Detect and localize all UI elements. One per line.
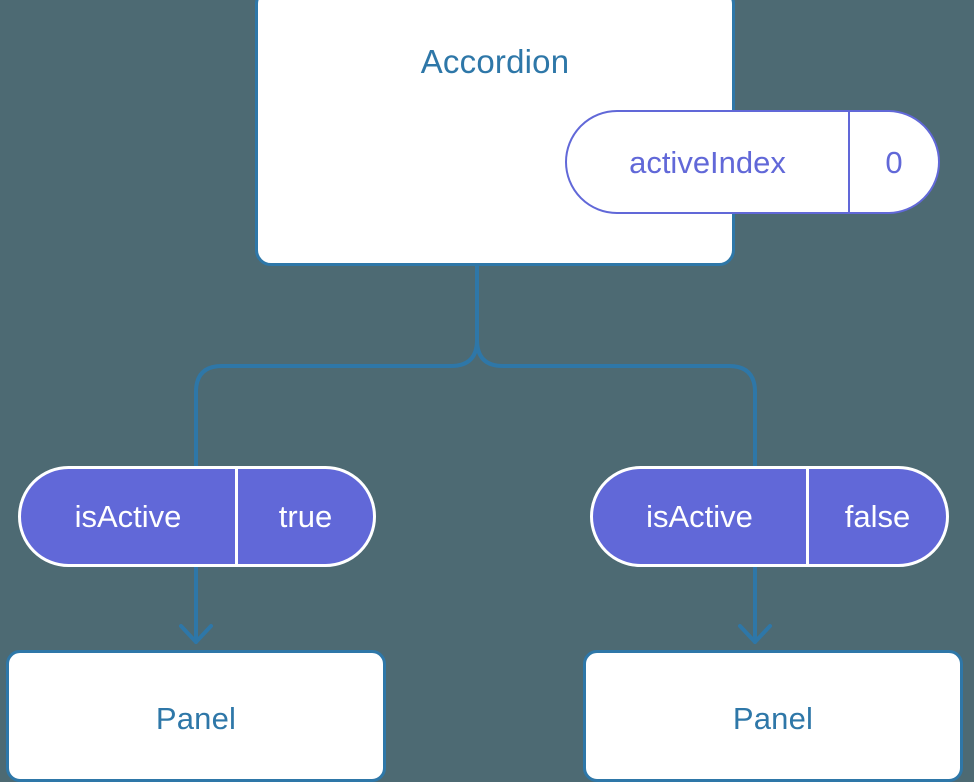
accordion-component-card: Accordion activeIndex 0 xyxy=(255,0,940,266)
prop-pill-is-active-right: isActive false xyxy=(590,466,949,567)
prop-value-is-active-left: true xyxy=(278,499,333,534)
connector-trunk-split xyxy=(194,264,479,468)
prop-key-is-active-left: isActive xyxy=(21,469,238,564)
state-pill-active-index: activeIndex 0 xyxy=(565,110,940,214)
panel-component-card-left: Panel xyxy=(6,650,386,782)
prop-value-is-active-right: false xyxy=(844,499,911,534)
panel-title-left: Panel xyxy=(155,700,237,736)
state-key-active-index: activeIndex xyxy=(567,112,850,212)
arrow-left-pill-to-panel xyxy=(179,564,213,644)
panel-component-card-right: Panel xyxy=(583,650,963,782)
connector-trunk-split-right xyxy=(475,338,757,468)
arrow-right-pill-to-panel xyxy=(738,564,772,644)
accordion-title: Accordion xyxy=(420,43,570,80)
prop-pill-is-active-left: isActive true xyxy=(18,466,376,567)
state-value-active-index: 0 xyxy=(885,144,903,180)
panel-title-right: Panel xyxy=(732,700,814,736)
prop-key-is-active-right: isActive xyxy=(593,469,809,564)
